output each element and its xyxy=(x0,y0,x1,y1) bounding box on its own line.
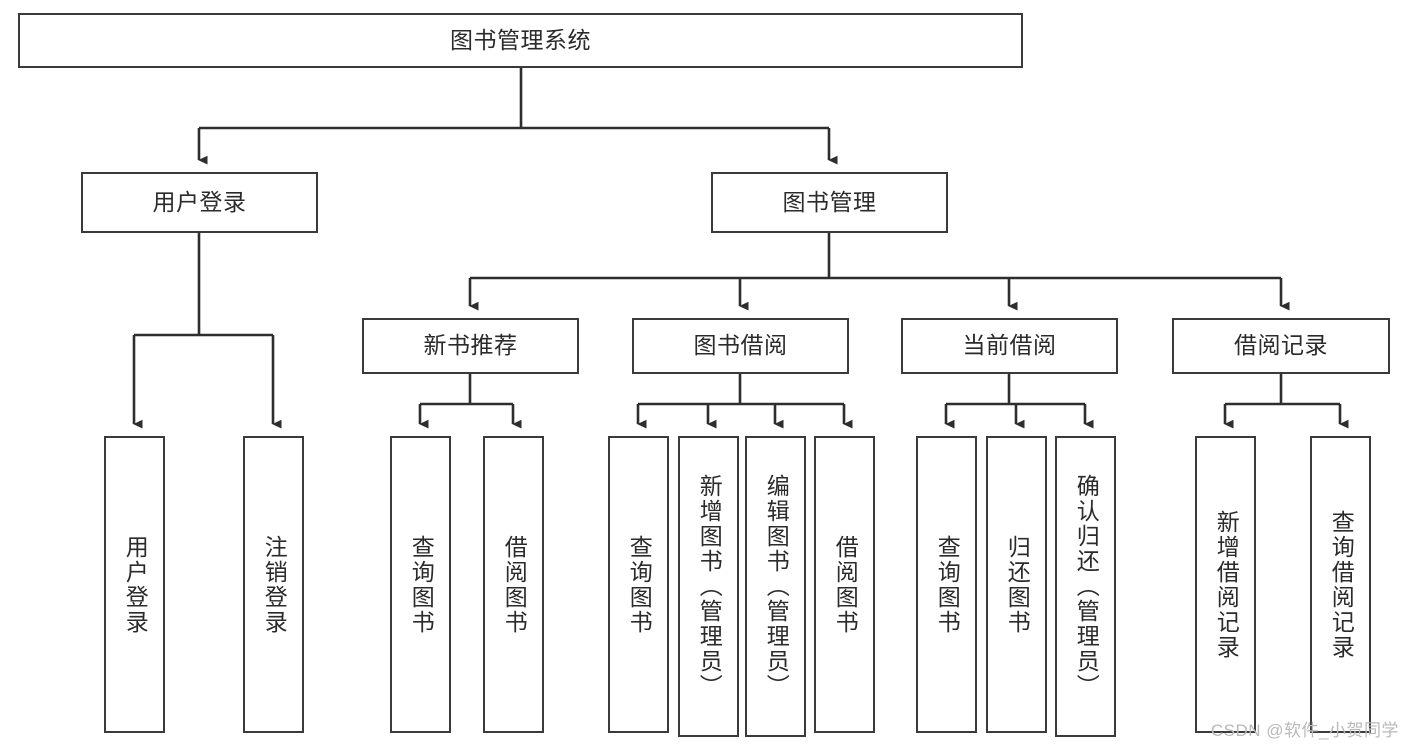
node-book-manage-label: 图书管理 xyxy=(782,188,877,215)
node-root[interactable]: 图书管理系统 xyxy=(18,13,1023,68)
node-new-book-rec-label: 新书推荐 xyxy=(423,332,518,359)
edges-borrowrecord-to-leaves xyxy=(1223,374,1349,429)
node-leaf-borrow-book-1-label: 借阅图书 xyxy=(501,534,528,635)
node-current-borrow-label: 当前借阅 xyxy=(962,332,1057,359)
node-borrow-record[interactable]: 借阅记录 xyxy=(1172,318,1390,374)
edges-userlogin-to-leaves xyxy=(132,233,282,429)
node-leaf-confirm-return-label: 确认归还（管理员） xyxy=(1073,474,1100,699)
node-book-borrow-label: 图书借阅 xyxy=(693,332,788,359)
node-leaf-edit-book[interactable]: 编辑图书（管理员） xyxy=(745,436,806,737)
node-leaf-borrow-book-1[interactable]: 借阅图书 xyxy=(483,436,544,733)
edges-root-to-level2 xyxy=(197,68,838,165)
node-user-login-label: 用户登录 xyxy=(152,188,247,215)
node-leaf-query-book-2[interactable]: 查询图书 xyxy=(608,436,669,733)
node-leaf-add-record-label: 新增借阅记录 xyxy=(1213,509,1240,660)
node-leaf-borrow-book-2[interactable]: 借阅图书 xyxy=(814,436,875,733)
node-new-book-rec[interactable]: 新书推荐 xyxy=(362,318,579,374)
edges-currentborrow-to-leaves xyxy=(944,374,1094,429)
node-leaf-user-login-label: 用户登录 xyxy=(122,534,149,635)
node-leaf-query-book-3-label: 查询图书 xyxy=(934,534,961,635)
node-leaf-query-book-1-label: 查询图书 xyxy=(408,534,435,635)
node-leaf-query-record[interactable]: 查询借阅记录 xyxy=(1310,436,1371,733)
node-user-login[interactable]: 用户登录 xyxy=(81,172,318,233)
node-leaf-query-record-label: 查询借阅记录 xyxy=(1328,509,1355,660)
node-root-label: 图书管理系统 xyxy=(450,26,591,53)
node-leaf-query-book-2-label: 查询图书 xyxy=(626,534,653,635)
node-book-borrow[interactable]: 图书借阅 xyxy=(632,318,849,374)
node-leaf-return-book[interactable]: 归还图书 xyxy=(986,436,1047,733)
node-leaf-return-book-label: 归还图书 xyxy=(1004,534,1031,635)
node-leaf-confirm-return[interactable]: 确认归还（管理员） xyxy=(1055,436,1116,737)
node-leaf-borrow-book-2-label: 借阅图书 xyxy=(832,534,859,635)
node-leaf-edit-book-label: 编辑图书（管理员） xyxy=(763,474,790,699)
edges-bookmanage-to-level3 xyxy=(468,233,1290,311)
node-leaf-logout[interactable]: 注销登录 xyxy=(243,436,304,733)
node-leaf-query-book-3[interactable]: 查询图书 xyxy=(916,436,977,733)
node-leaf-user-login[interactable]: 用户登录 xyxy=(104,436,165,733)
node-leaf-logout-label: 注销登录 xyxy=(261,534,288,635)
edges-newbook-to-leaves xyxy=(418,374,522,429)
node-current-borrow[interactable]: 当前借阅 xyxy=(901,318,1118,374)
edges-bookborrow-to-leaves xyxy=(636,374,853,429)
node-leaf-add-book[interactable]: 新增图书（管理员） xyxy=(678,436,739,737)
node-leaf-add-record[interactable]: 新增借阅记录 xyxy=(1195,436,1256,733)
node-leaf-query-book-1[interactable]: 查询图书 xyxy=(390,436,451,733)
node-leaf-add-book-label: 新增图书（管理员） xyxy=(696,474,723,699)
node-borrow-record-label: 借阅记录 xyxy=(1234,332,1328,359)
node-book-manage[interactable]: 图书管理 xyxy=(711,172,948,233)
